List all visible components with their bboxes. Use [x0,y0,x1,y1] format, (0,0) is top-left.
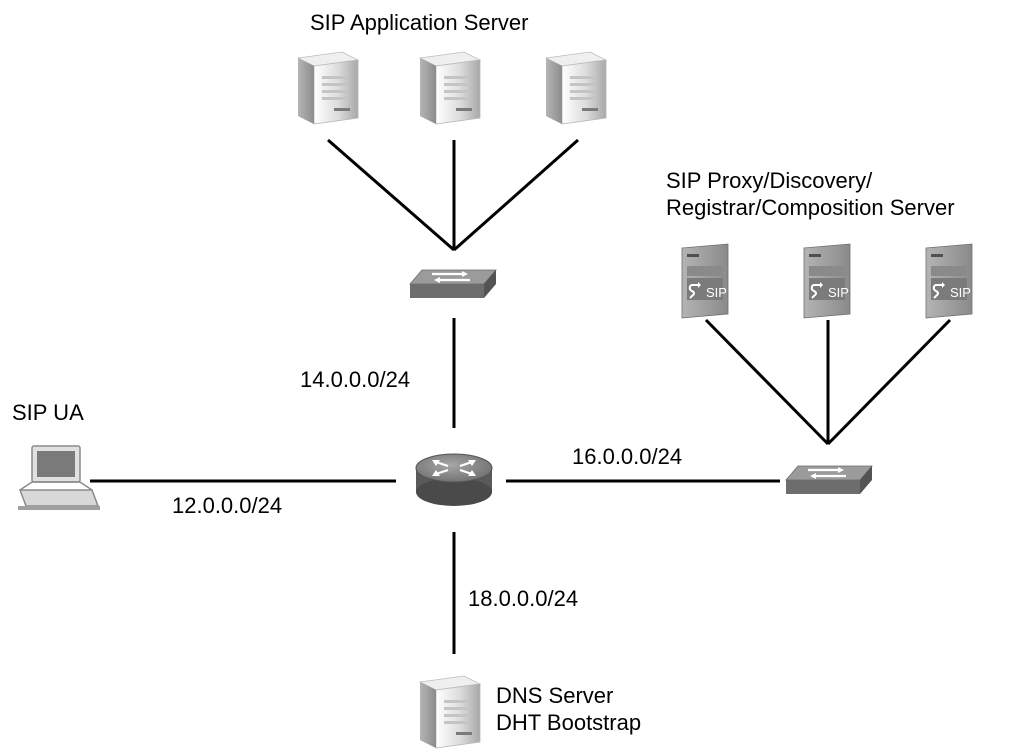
sip-badge-label-2: SIP [828,285,849,300]
subnet-12-label: 12.0.0.0/24 [172,493,283,518]
sip-badge-label-3: SIP [950,285,971,300]
dns-server-label-line-1: DNS Server [496,683,614,708]
sip-ua-label: SIP UA [12,400,84,425]
subnet-18-label: 18.0.0.0/24 [468,586,579,611]
subnet-16-label: 16.0.0.0/24 [572,444,683,469]
sip-proxy-server-icon-1 [681,243,729,319]
app-server-icon-1 [297,51,359,125]
proxy-server-group-label: SIP Proxy/Discovery/ Registrar/Compositi… [666,167,955,221]
app-server-group-label: SIP Application Server [310,10,529,35]
app-server-icon-2 [419,51,481,125]
dns-server-label: DNS Server DHT Bootstrap [496,682,641,736]
proxy-switch-icon [784,464,874,496]
dns-server-label-line-2: DHT Bootstrap [496,710,642,735]
proxy-server-group-label-line-1: SIP Proxy/Discovery/ [666,168,873,193]
sip-badge-label-1: SIP [706,285,727,300]
sip-proxy-server-icon-2 [803,243,851,319]
laptop-icon [18,445,100,510]
proxy-server-group-label-line-2: Registrar/Composition Server [666,195,955,220]
app-server-icon-3 [545,51,607,125]
router-icon [415,453,493,506]
dns-server-icon [419,675,481,749]
subnet-14-label: 14.0.0.0/24 [300,367,411,392]
sip-proxy-server-icon-3 [925,243,973,319]
app-switch-icon [408,268,498,300]
